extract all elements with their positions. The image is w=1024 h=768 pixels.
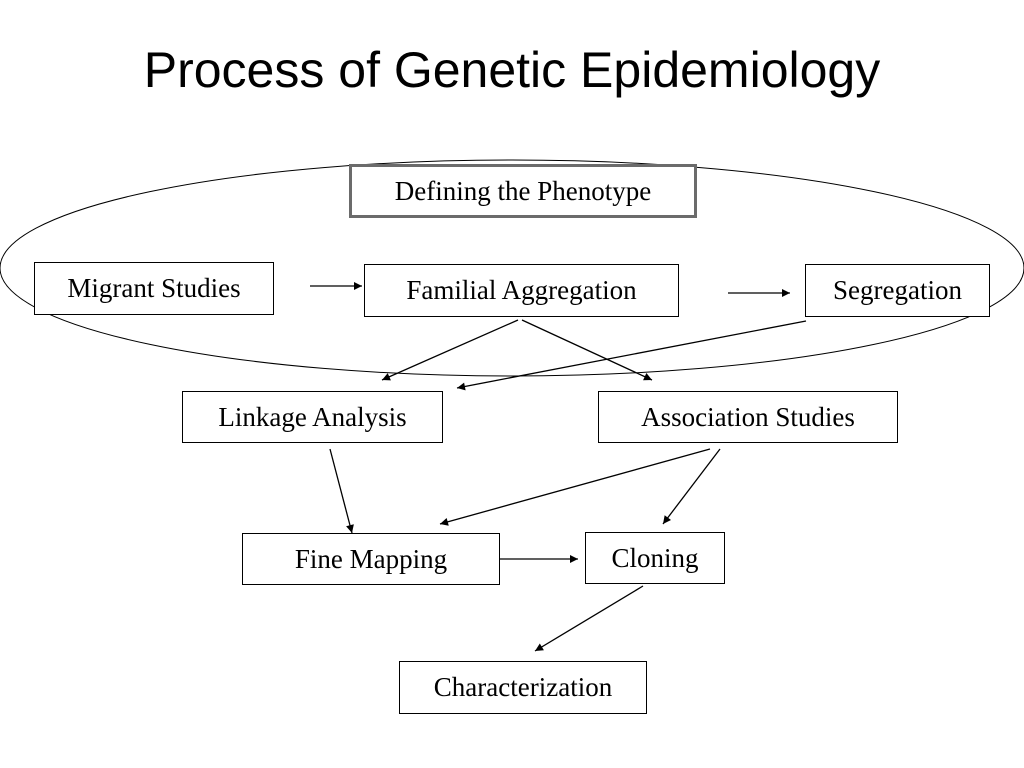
node-association-studies: Association Studies — [598, 391, 898, 443]
node-migrant-studies: Migrant Studies — [34, 262, 274, 315]
node-familial-aggregation: Familial Aggregation — [364, 264, 679, 317]
slide-title: Process of Genetic Epidemiology — [143, 42, 881, 98]
phenotype-scope-ellipse — [0, 159, 1024, 377]
node-cloning: Cloning — [585, 532, 725, 584]
arrow-familial-to-linkage — [381, 319, 519, 381]
arrow-segregation-to-linkage — [456, 320, 807, 391]
node-defining-the-phenotype: Defining the Phenotype — [349, 164, 697, 218]
node-fine-mapping: Fine Mapping — [242, 533, 500, 585]
arrow-cloning-to-characterization — [534, 585, 644, 652]
node-segregation: Segregation — [805, 264, 990, 317]
arrow-familial-to-association — [521, 319, 653, 381]
arrow-association-to-cloning — [662, 448, 721, 525]
arrow-linkage-to-fine-mapping — [329, 448, 354, 534]
node-linkage-analysis: Linkage Analysis — [182, 391, 443, 443]
arrow-association-to-fine-mapping — [439, 448, 711, 526]
node-characterization: Characterization — [399, 661, 647, 714]
